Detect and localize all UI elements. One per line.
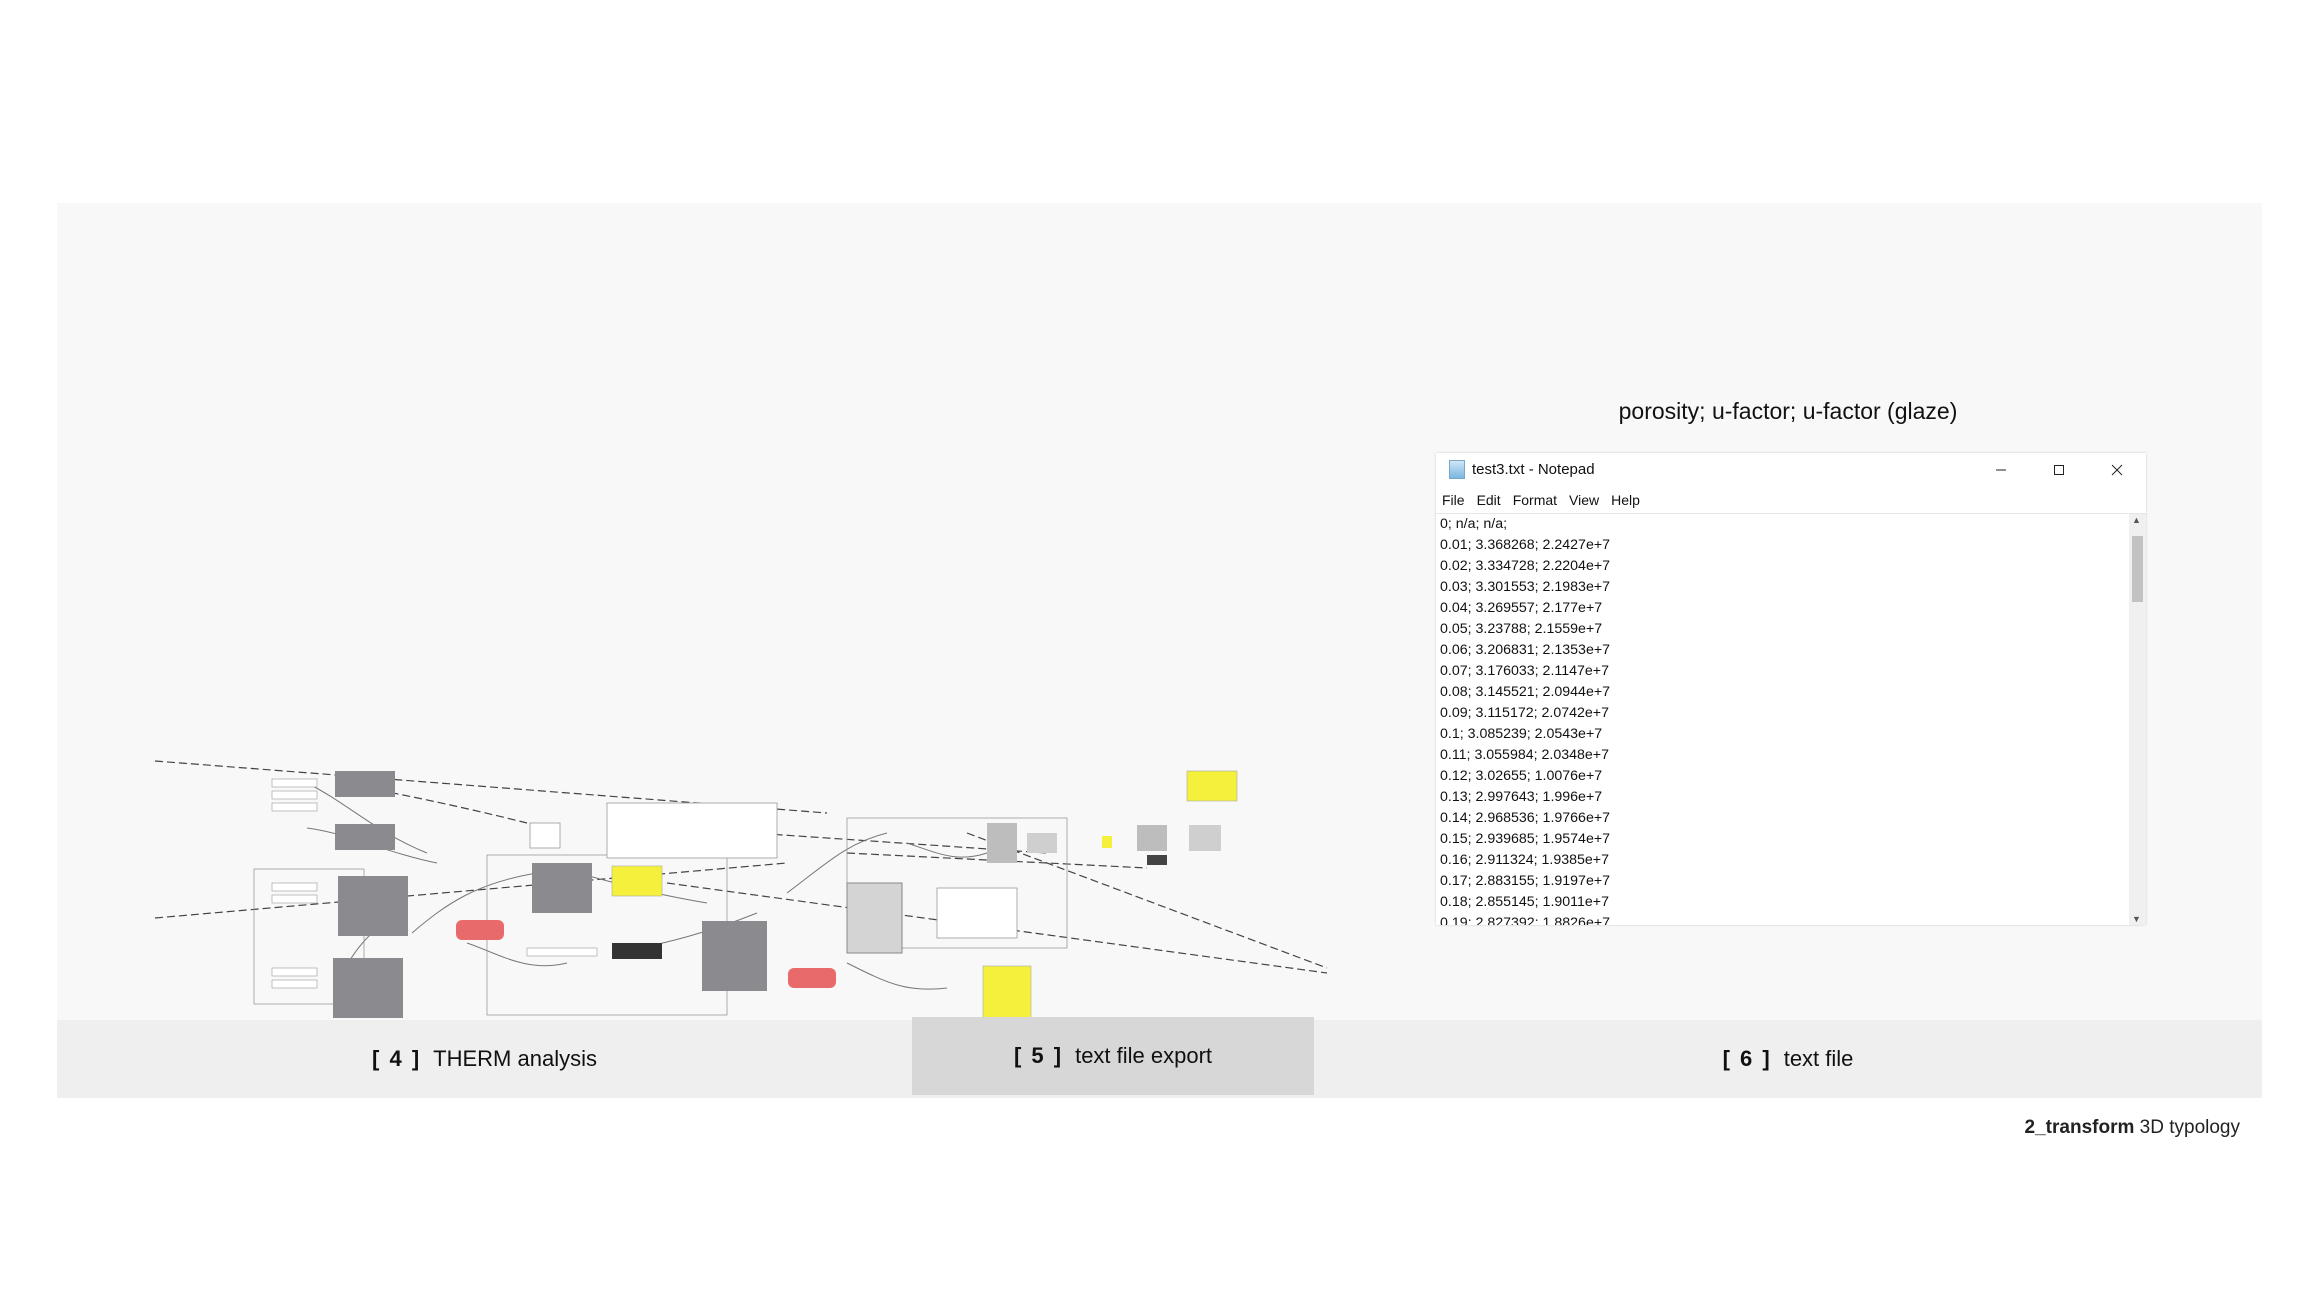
notepad-line: 0.13; 2.997643; 1.996e+7 [1440, 789, 1603, 805]
menu-file[interactable]: File [1442, 491, 1465, 508]
notepad-line: 0.05; 3.23788; 2.1559e+7 [1440, 621, 1603, 637]
diagram-wires [154, 760, 1327, 974]
notepad-file-icon [1449, 460, 1465, 479]
close-icon [2111, 464, 2123, 475]
notepad-titlebar[interactable]: test3.txt - Notepad [1436, 453, 2146, 486]
diagram-param-boxes [253, 802, 1068, 1016]
menu-help[interactable]: Help [1611, 491, 1640, 508]
notepad-line: 0.19; 2.827392; 1.8826e+7 [1440, 915, 1611, 925]
footer-label: 2_transform 3D typology [2025, 1117, 2240, 1139]
vertical-scrollbar[interactable]: ▲ ▼ [2129, 514, 2146, 925]
maximize-icon [2054, 464, 2064, 475]
notepad-line: 0.04; 3.269557; 2.177e+7 [1440, 600, 1603, 616]
caption-therm-analysis: [ 4 ] THERM analysis [57, 1020, 912, 1098]
minimize-button[interactable] [1972, 453, 2030, 486]
notepad-line: 0.08; 3.145521; 2.0944e+7 [1440, 684, 1611, 700]
diagram-solid-wires [306, 782, 988, 990]
notepad-line: 0.06; 3.206831; 2.1353e+7 [1440, 642, 1611, 658]
maximize-button[interactable] [2030, 453, 2088, 486]
window-controls [1972, 453, 2146, 486]
notepad-line: 0.02; 3.334728; 2.2204e+7 [1440, 558, 1611, 574]
notepad-line: 0.11; 3.055984; 2.0348e+7 [1440, 747, 1609, 763]
minimize-icon [1996, 469, 2006, 470]
notepad-line: 0.14; 2.968536; 1.9766e+7 [1440, 810, 1611, 826]
caption-text-file: [ 6 ] text file [1314, 1020, 2262, 1098]
notepad-line: 0.17; 2.883155; 1.9197e+7 [1440, 873, 1611, 889]
notepad-line: 0.16; 2.911324; 1.9385e+7 [1440, 852, 1609, 868]
notepad-text-area[interactable]: 0; n/a; n/a; 0.01; 3.368268; 2.2427e+7 0.0… [1436, 514, 2126, 925]
caption-number: [ 5 ] [1013, 1043, 1064, 1068]
output-columns-heading: porosity; u-factor; u-factor (glaze) [1618, 398, 1958, 424]
notepad-line: 0.18; 2.855145; 1.9011e+7 [1440, 894, 1609, 910]
close-button[interactable] [2088, 453, 2146, 486]
diagram-dark-nodes [333, 771, 1221, 1018]
footer-bold: 2_transform [2024, 1117, 2135, 1138]
notepad-title: test3.txt - Notepad [1472, 461, 1595, 478]
caption-label: THERM analysis [433, 1046, 597, 1071]
scrollbar-thumb[interactable] [2132, 536, 2143, 602]
diagram-small-inputs [271, 778, 598, 989]
caption-number: [ 6 ] [1722, 1046, 1772, 1071]
notepad-line: 0; n/a; n/a; [1440, 516, 1508, 532]
content-panel: porosity; u-factor; u-factor (glaze) tes… [57, 203, 2262, 1027]
menu-edit[interactable]: Edit [1476, 491, 1501, 508]
menu-format[interactable]: Format [1512, 491, 1558, 508]
notepad-line: 0.07; 3.176033; 2.1147e+7 [1440, 663, 1609, 679]
caption-bar: [ 4 ] THERM analysis [ 5 ] text file exp… [57, 1017, 2262, 1098]
caption-number: [ 4 ] [372, 1046, 422, 1071]
notepad-line: 0.1; 3.085239; 2.0543e+7 [1440, 726, 1603, 742]
caption-label: text file [1783, 1046, 1854, 1071]
scroll-down-icon[interactable]: ▼ [2132, 914, 2141, 924]
footer-rest: 3D typology [2134, 1117, 2240, 1138]
notepad-menubar: File Edit Format View Help [1436, 486, 2146, 514]
grasshopper-node-diagram [154, 760, 1327, 1027]
notepad-line: 0.01; 3.368268; 2.2427e+7 [1440, 537, 1611, 553]
diagram-red-nodes [456, 920, 836, 988]
scroll-up-icon[interactable]: ▲ [2132, 515, 2141, 525]
notepad-line: 0.09; 3.115172; 2.0742e+7 [1440, 705, 1609, 721]
notepad-window[interactable]: test3.txt - Notepad File Edit Format Vie… [1436, 453, 2146, 925]
diagram-yellow-panels [611, 770, 1238, 1027]
caption-label: text file export [1075, 1043, 1213, 1068]
notepad-line: 0.15; 2.939685; 1.9574e+7 [1440, 831, 1611, 847]
notepad-line: 0.03; 3.301553; 2.1983e+7 [1440, 579, 1611, 595]
notepad-line: 0.12; 3.02655; 1.0076e+7 [1440, 768, 1603, 784]
menu-view[interactable]: View [1569, 491, 1600, 508]
caption-text-file-export: [ 5 ] text file export [912, 1017, 1314, 1095]
